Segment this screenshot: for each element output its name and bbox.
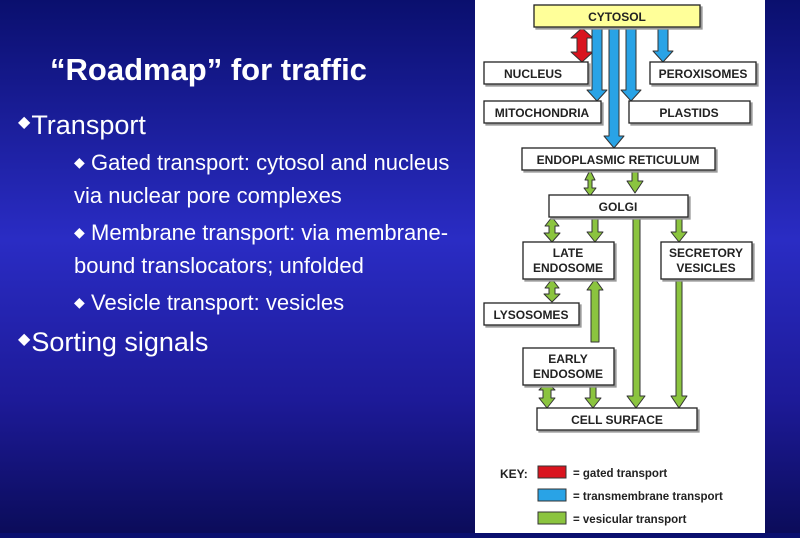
secretory-label-1: SECRETORY: [669, 246, 743, 260]
slide-title: “Roadmap” for traffic: [50, 52, 367, 87]
bullet-text: Gated transport: cytosol and nucleus via…: [74, 150, 450, 208]
vesicular-arrow-cell-surface-early: [538, 381, 556, 409]
plastids-label: PLASTIDS: [659, 106, 718, 120]
cytosol-label: CYTOSOL: [588, 10, 646, 24]
vesicular-arrow-golgi-cell-surface: [626, 216, 646, 409]
late-endosome-box: [522, 241, 615, 280]
diamond-bullet-icon: ◆: [18, 114, 31, 131]
cell-surface-label: CELL SURFACE: [571, 413, 663, 427]
early-endosome-box: [522, 347, 615, 386]
traffic-diagram-panel: CYTOSOL NUCLEUS PEROXISOMES MITOCHONDRIA…: [475, 0, 765, 533]
bullet-text: Transport: [31, 110, 146, 140]
legend-swatch-vesicular: [537, 511, 567, 525]
plastids-box: [628, 100, 751, 124]
golgi-label: GOLGI: [599, 200, 638, 214]
diamond-bullet-icon: ◆: [74, 154, 85, 170]
traffic-diagram: CYTOSOL NUCLEUS PEROXISOMES MITOCHONDRIA…: [483, 4, 757, 526]
diamond-bullet-icon: ◆: [74, 224, 85, 240]
vesicular-arrow-late-lysosomes: [543, 278, 561, 303]
transmembrane-arrow-plastids: [620, 26, 642, 102]
vesicular-arrow-golgi-secretory: [670, 216, 688, 243]
diamond-bullet-icon: ◆: [74, 294, 85, 310]
lysosomes-box: [483, 302, 580, 326]
mitochondria-label: MITOCHONDRIA: [495, 106, 590, 120]
bullet-membrane-transport: ◆Membrane transport: via membrane-bound …: [74, 216, 458, 282]
late-endosome-label-2: ENDOSOME: [533, 261, 603, 275]
legend-label-gated: = gated transport: [573, 468, 667, 480]
legend-label-vesicular: = vesicular transport: [573, 514, 687, 526]
bullet-text: Vesicle transport: vesicles: [91, 290, 345, 315]
bullet-vesicle-transport: ◆ Vesicle transport: vesicles: [74, 286, 458, 319]
cytosol-box: [533, 4, 701, 28]
vesicular-arrow-golgi-late-endosome: [543, 216, 561, 243]
vesicular-arrow-early-cell-surface: [584, 383, 602, 409]
early-endosome-label-2: ENDOSOME: [533, 367, 603, 381]
secretory-label-2: VESICLES: [676, 261, 735, 275]
peroxisomes-box: [649, 61, 757, 85]
legend-label-transmembrane: = transmembrane transport: [573, 491, 723, 503]
nucleus-box: [483, 61, 589, 85]
vesicular-arrow-golgi-er: [626, 169, 644, 194]
lysosomes-label: LYSOSOMES: [494, 308, 569, 322]
vesicular-arrow-er-golgi: [583, 169, 597, 197]
vesicular-arrow-golgi-late-endosome-2: [586, 216, 604, 243]
legend-swatch-transmembrane: [537, 488, 567, 502]
transmembrane-arrow-er: [603, 26, 625, 149]
vesicular-arrow-secretory-cell-surface: [670, 278, 688, 409]
late-endosome-label-1: LATE: [553, 246, 583, 260]
gated-arrow: [570, 27, 594, 63]
cell-surface-box: [536, 407, 698, 431]
vesicular-arrow-early-late: [586, 278, 604, 343]
bullet-text: Sorting signals: [31, 327, 209, 357]
nucleus-label: NUCLEUS: [504, 67, 562, 81]
golgi-box: [548, 194, 689, 218]
legend-swatch-gated: [537, 465, 567, 479]
er-label: ENDOPLASMIC RETICULUM: [537, 153, 700, 167]
legend-title: KEY:: [500, 467, 528, 481]
bullet-list: ◆Transport ◆Gated transport: cytosol and…: [18, 106, 458, 363]
legend: KEY: = gated transport = transmembrane t…: [500, 465, 723, 526]
transmembrane-arrow-mitochondria: [586, 26, 608, 102]
transmembrane-arrow-peroxisomes: [652, 26, 674, 63]
bullet-gated-transport: ◆Gated transport: cytosol and nucleus vi…: [74, 146, 458, 212]
secretory-vesicles-box: [660, 241, 753, 280]
er-box: [521, 147, 716, 171]
bullet-transport: ◆Transport: [18, 106, 458, 142]
peroxisomes-label: PEROXISOMES: [659, 67, 748, 81]
bullet-text: Membrane transport: via membrane-bound t…: [74, 220, 449, 278]
bullet-sorting-signals: ◆Sorting signals: [18, 323, 458, 359]
early-endosome-label-1: EARLY: [548, 352, 588, 366]
mitochondria-box: [483, 100, 602, 124]
diamond-bullet-icon: ◆: [18, 331, 31, 348]
